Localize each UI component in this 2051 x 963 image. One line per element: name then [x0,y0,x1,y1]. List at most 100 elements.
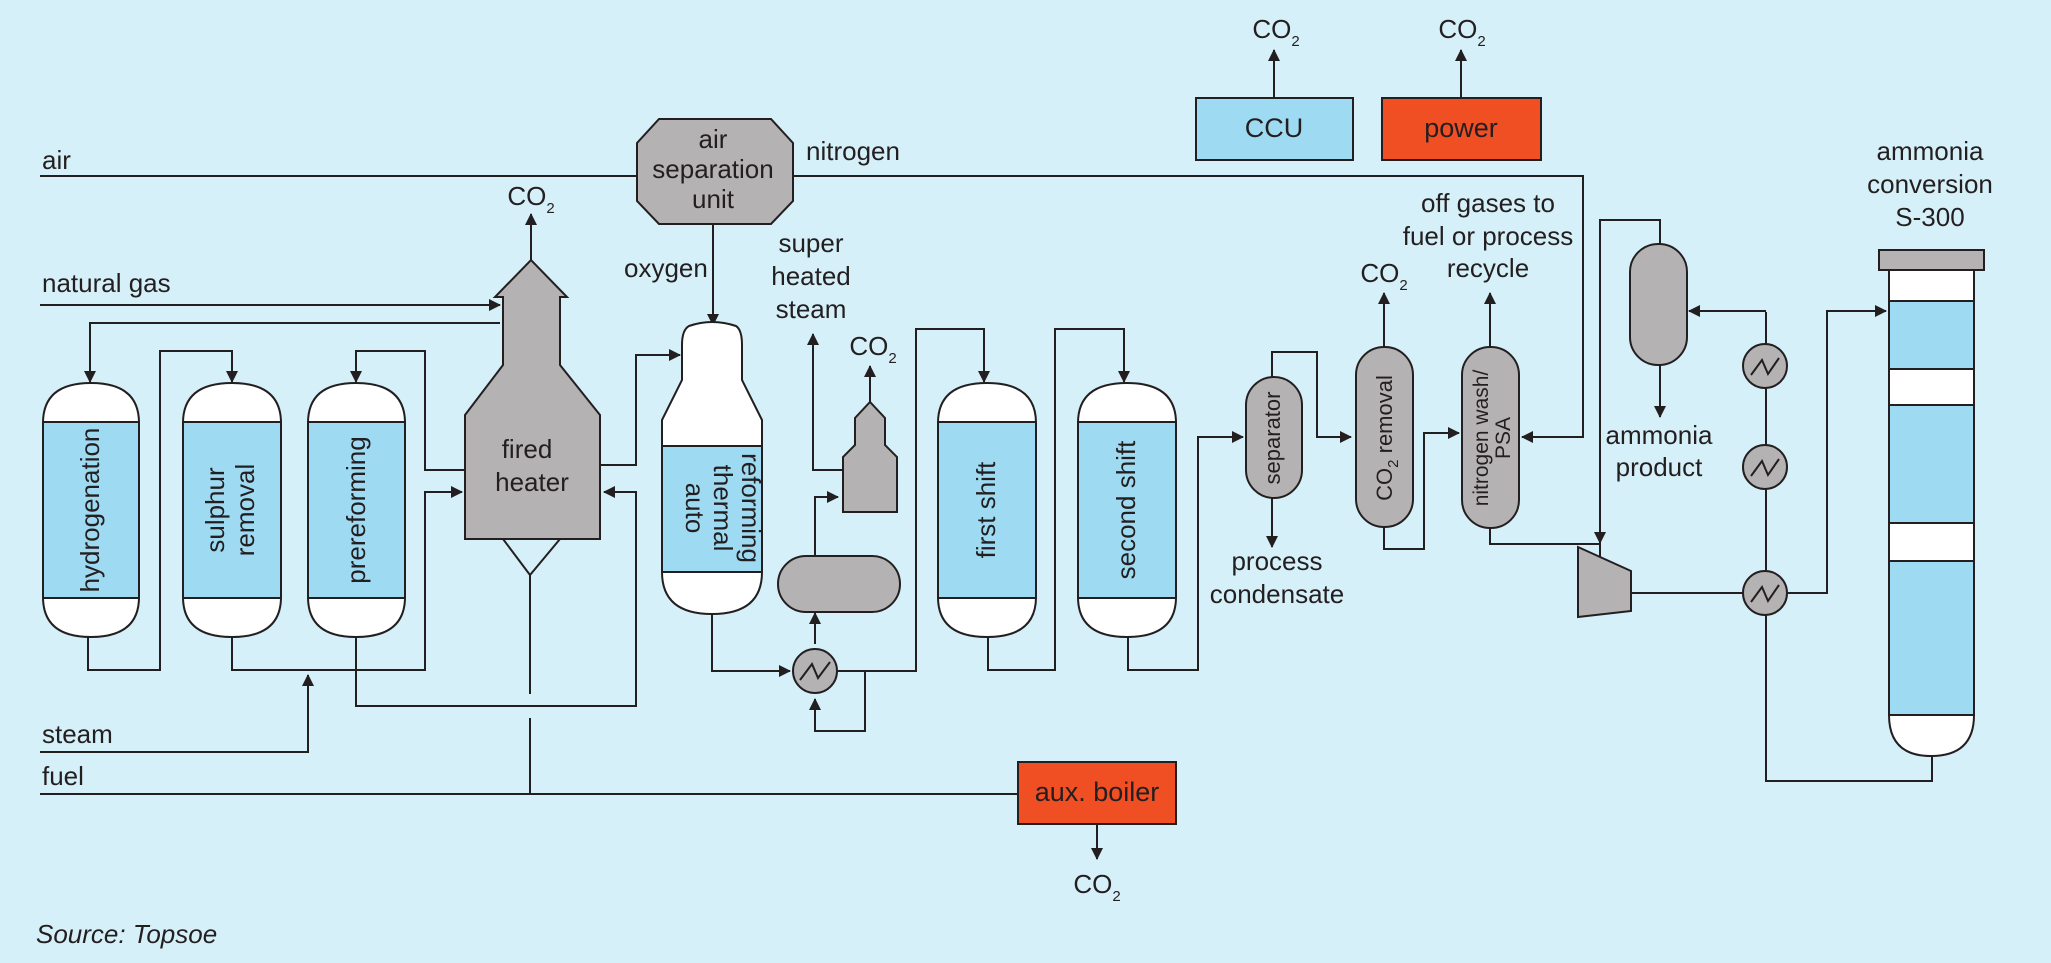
power-box [1381,97,1542,161]
aux-boiler-label: aux. boiler [1035,777,1160,807]
superheated-steam-label-line-2: heated [771,261,851,291]
fired-heater [464,258,601,577]
ammonia-conversion-label-line-1: ammonia [1877,136,1984,166]
natural-gas-label: natural gas [42,268,171,298]
prereforming-vessel [307,381,406,639]
steam-label: steam [42,719,113,749]
recycle-to-compressor-line [1594,219,1661,544]
co2-text: CO [1438,14,1477,44]
co2-subscript: 2 [1291,33,1299,50]
co2-text: CO [1360,258,1399,288]
first-shift-vessel [937,381,1037,639]
first-to-second-shift-line [987,328,1130,671]
aux-boiler-box [1017,761,1177,825]
n2-wash-to-compressor-line [1489,528,1601,560]
co2-removal-rest: removal [1372,375,1397,459]
heater-to-atr-line [601,349,681,466]
first-shift-label: first shift [971,461,1001,559]
separator-label: separator [1260,392,1285,485]
off-gases-label-line-3: recycle [1447,253,1529,283]
co2-removal-subscript: 2 [1385,460,1402,468]
separator-vessel [1245,376,1303,499]
asu-label-line-2: separation [652,154,773,184]
ccu-label: CCU [1245,113,1304,143]
co2-label-power: CO2 [1438,14,1485,50]
hydrogenation-label: hydrogenation [75,428,105,593]
ammonia-separator [1629,243,1688,366]
nitrogen-line [755,175,1584,443]
ammonia-product-label-line-1: ammonia [1606,420,1713,450]
process-condensate-label-line-2: condensate [1210,579,1344,609]
co2-label-superheater: CO2 [849,331,896,367]
oxygen-label: oxygen [624,253,708,283]
prereforming-to-heater-line [355,486,637,707]
superheated-steam-label-line-3: steam [776,294,847,324]
atr-label-line-3: reforming [736,453,766,563]
nitrogen-wash-label-line-2: PSA [1492,417,1515,459]
second-shift-to-separator-line [1127,431,1244,671]
fired-heater-label-line-1: fired [502,434,553,464]
nitrogen-wash-column [1461,346,1520,529]
superheated-steam-label-line-1: super [778,228,843,258]
separator-to-co2-removal-line [1271,351,1352,443]
process-lines [40,49,1933,860]
syngas-compressor [1577,545,1632,619]
nitrogen-label: nitrogen [806,136,900,166]
co2-removal-to-n2-wash-line [1383,427,1460,550]
off-gases-label-line-1: off gases to [1421,188,1555,218]
co2-removal-co: CO [1372,468,1397,501]
hydrogenation-vessel [42,381,140,639]
sulphur-removal-label-line-1: sulphur [200,467,230,553]
fuel-label: fuel [42,761,84,791]
co2-removal-label: CO2 removal [1372,375,1402,501]
sulphur-removal-label-line-2: removal [230,464,260,556]
superheater [842,400,898,513]
loop-heat-exchanger-2 [1742,444,1788,490]
asu-label-line-1: air [699,124,728,154]
asu-label-line-3: unit [692,184,735,214]
second-shift-vessel [1077,381,1177,639]
co2-subscript: 2 [888,350,896,367]
ammonia-conversion-label-line-2: conversion [1867,169,1993,199]
power-label: power [1424,113,1498,143]
co2-subscript: 2 [1477,33,1485,50]
superheated-steam-line [807,333,843,471]
second-shift-label: second shift [1111,440,1141,580]
co2-label-co2-removal: CO2 [1360,258,1407,294]
nitrogen-wash-label-line-1: nitrogen wash/ [1470,370,1493,507]
loop-heat-exchanger-1 [1742,343,1788,389]
co2-label-aux-boiler: CO2 [1073,869,1120,905]
ammonia-product-label-line-2: product [1616,452,1703,482]
sulphur-to-heater-line [231,486,463,671]
co2-removal-column [1355,346,1414,528]
drum-to-superheater-line [814,491,839,556]
steam-line [40,674,314,753]
co2-label-fired-heater: CO2 [507,181,554,217]
heater-to-prereforming-line [350,350,465,471]
autothermal-reformer [661,321,763,616]
loop-hot-line [1788,305,1887,594]
ccu-box [1195,97,1354,161]
exchanger-loop-line [809,671,866,732]
exchanger-to-first-shift-line [838,328,990,672]
co2-label-ccu: CO2 [1252,14,1299,50]
fired-heater-label-line-2: heater [495,467,569,497]
steam-drum [777,555,901,613]
co2-subscript: 2 [546,200,554,217]
waste-heat-exchanger [792,648,838,694]
air-label: air [42,145,71,175]
co2-text: CO [507,181,546,211]
ammonia-conversion-label-line-3: S-300 [1895,202,1964,232]
co2-text: CO [1252,14,1291,44]
co2-subscript: 2 [1112,888,1120,905]
hydrogenation-feed-line [84,322,500,383]
co2-subscript: 2 [1399,277,1407,294]
hydrogenation-to-sulphur-line [87,350,238,671]
atr-label-line-2: thermal [708,465,738,552]
prereforming-label: prereforming [341,436,371,583]
co2-text: CO [1073,869,1112,899]
loop-heat-exchanger-3 [1742,570,1788,616]
atr-to-exchanger-line [711,615,791,677]
converter-outlet-line [1765,312,1933,782]
